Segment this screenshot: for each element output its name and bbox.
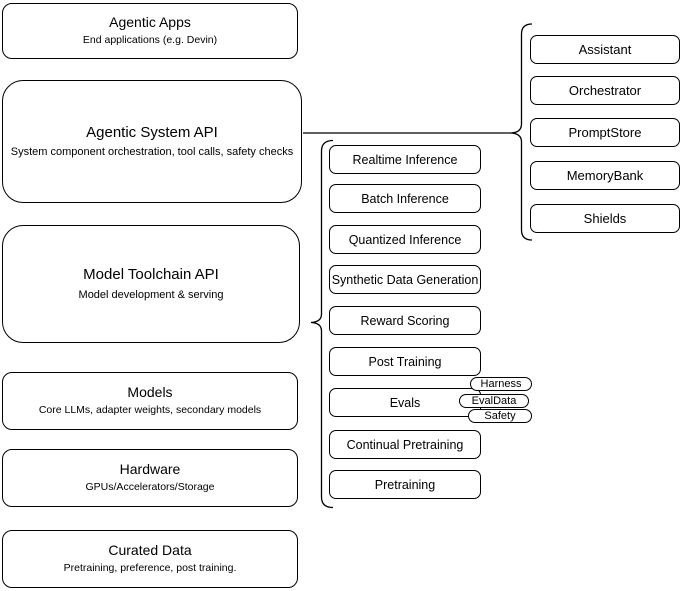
- node-memorybank: MemoryBank: [530, 161, 680, 190]
- node-subtitle: Core LLMs, adapter weights, secondary mo…: [38, 404, 262, 417]
- chip-label: Pretraining: [374, 477, 436, 492]
- pill-label: Harness: [480, 378, 522, 390]
- node-hardware: Hardware GPUs/Accelerators/Storage: [2, 449, 298, 507]
- node-title: Models: [127, 384, 173, 401]
- node-evals: Evals: [329, 388, 481, 417]
- tag-safety: Safety: [468, 409, 532, 423]
- node-assistant: Assistant: [530, 35, 680, 64]
- pill-label: EvalData: [471, 395, 517, 407]
- node-subtitle: Pretraining, preference, post training.: [63, 562, 237, 575]
- node-title: Agentic System API: [86, 123, 218, 141]
- node-agentic-system-api: Agentic System API System component orch…: [2, 80, 302, 203]
- chip-label: Reward Scoring: [360, 313, 450, 328]
- tag-evaldata: EvalData: [459, 394, 529, 408]
- chip-label: Assistant: [578, 42, 632, 57]
- node-pretraining: Pretraining: [329, 470, 481, 499]
- chip-label: Batch Inference: [361, 191, 449, 206]
- node-orchestrator: Orchestrator: [530, 76, 680, 105]
- node-subtitle: End applications (e.g. Devin): [82, 34, 218, 47]
- node-batch-inference: Batch Inference: [329, 184, 481, 213]
- chip-label: Evals: [389, 395, 421, 410]
- node-subtitle: System component orchestration, tool cal…: [10, 146, 294, 159]
- node-post-training: Post Training: [329, 347, 481, 376]
- chip-label: Orchestrator: [568, 83, 642, 98]
- node-synthetic-data-generation: Synthetic Data Generation: [329, 265, 481, 294]
- chip-label: Synthetic Data Generation: [331, 272, 479, 287]
- node-curated-data: Curated Data Pretraining, preference, po…: [2, 530, 298, 588]
- chip-label: Shields: [583, 211, 627, 226]
- tag-harness: Harness: [470, 377, 532, 391]
- node-continual-pretraining: Continual Pretraining: [329, 430, 481, 459]
- node-realtime-inference: Realtime Inference: [329, 145, 481, 174]
- node-promptstore: PromptStore: [530, 118, 680, 147]
- node-subtitle: GPUs/Accelerators/Storage: [85, 481, 215, 494]
- chip-label: Continual Pretraining: [346, 437, 464, 452]
- chip-label: Post Training: [368, 354, 442, 369]
- node-agentic-apps: Agentic Apps End applications (e.g. Devi…: [2, 3, 298, 59]
- node-quantized-inference: Quantized Inference: [329, 225, 481, 254]
- pill-label: Safety: [484, 410, 516, 422]
- node-subtitle: Model development & serving: [78, 288, 224, 301]
- node-shields: Shields: [530, 204, 680, 233]
- node-model-toolchain-api: Model Toolchain API Model development & …: [2, 225, 300, 343]
- chip-label: MemoryBank: [566, 168, 644, 183]
- node-reward-scoring: Reward Scoring: [329, 306, 481, 335]
- chip-label: Quantized Inference: [348, 232, 462, 247]
- chip-label: PromptStore: [568, 125, 642, 140]
- chip-label: Realtime Inference: [352, 152, 458, 167]
- node-title: Model Toolchain API: [83, 266, 219, 284]
- node-models: Models Core LLMs, adapter weights, secon…: [2, 372, 298, 430]
- node-title: Hardware: [119, 461, 181, 478]
- node-title: Agentic Apps: [109, 14, 191, 31]
- node-title: Curated Data: [108, 542, 192, 559]
- brace-system-components: [510, 23, 533, 241]
